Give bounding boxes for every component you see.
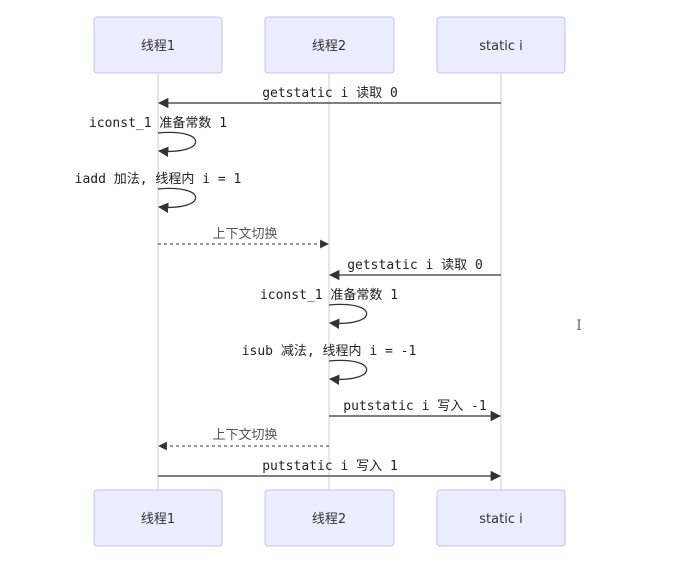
message-putstatic-thread2: putstatic i 写入 -1 — [329, 399, 502, 422]
message-getstatic-thread1: getstatic i 读取 0 — [157, 86, 501, 109]
message-label: 上下文切换 — [212, 227, 277, 242]
self-loop-arrow — [328, 359, 368, 385]
message-label: isub 减法, 线程内 i = -1 — [242, 343, 417, 359]
self-loop-arrow — [157, 131, 197, 157]
actor-bottom-static-i: static i — [436, 489, 566, 547]
message-label: getstatic i 读取 0 — [262, 86, 398, 101]
actor-bottom-thread2: 线程2 — [264, 489, 395, 547]
text-cursor-icon: I — [576, 318, 582, 334]
message-iconst-thread1: iconst_1 准备常数 1 — [89, 115, 227, 157]
message-label: 上下文切换 — [212, 428, 277, 443]
actor-label: 线程1 — [141, 39, 175, 54]
actor-label: 线程2 — [312, 39, 346, 54]
message-label: iadd 加法, 线程内 i = 1 — [75, 171, 242, 187]
message-label: putstatic i 写入 -1 — [343, 399, 486, 414]
message-isub-thread2: isub 减法, 线程内 i = -1 — [242, 343, 417, 385]
message-label: iconst_1 准备常数 1 — [260, 287, 398, 303]
actor-label: static i — [479, 512, 522, 527]
actor-top-thread2: 线程2 — [264, 16, 395, 74]
message-context-switch-to-thread1: 上下文切换 — [158, 428, 329, 451]
actor-label: 线程1 — [141, 512, 175, 527]
message-context-switch-to-thread2: 上下文切换 — [158, 227, 329, 249]
actor-label: static i — [479, 39, 522, 54]
self-loop-arrow — [328, 303, 368, 329]
message-label: putstatic i 写入 1 — [262, 459, 398, 474]
message-putstatic-thread1: putstatic i 写入 1 — [158, 459, 502, 482]
message-iconst-thread2: iconst_1 准备常数 1 — [260, 287, 398, 329]
actor-label: 线程2 — [312, 512, 346, 527]
message-label: iconst_1 准备常数 1 — [89, 115, 227, 131]
self-loop-arrow — [157, 187, 197, 213]
actor-top-thread1: 线程1 — [93, 16, 223, 74]
actor-bottom-thread1: 线程1 — [93, 489, 223, 547]
message-iadd-thread1: iadd 加法, 线程内 i = 1 — [75, 171, 242, 213]
actor-top-static-i: static i — [436, 16, 566, 74]
message-getstatic-thread2: getstatic i 读取 0 — [328, 258, 501, 281]
message-label: getstatic i 读取 0 — [347, 258, 483, 273]
